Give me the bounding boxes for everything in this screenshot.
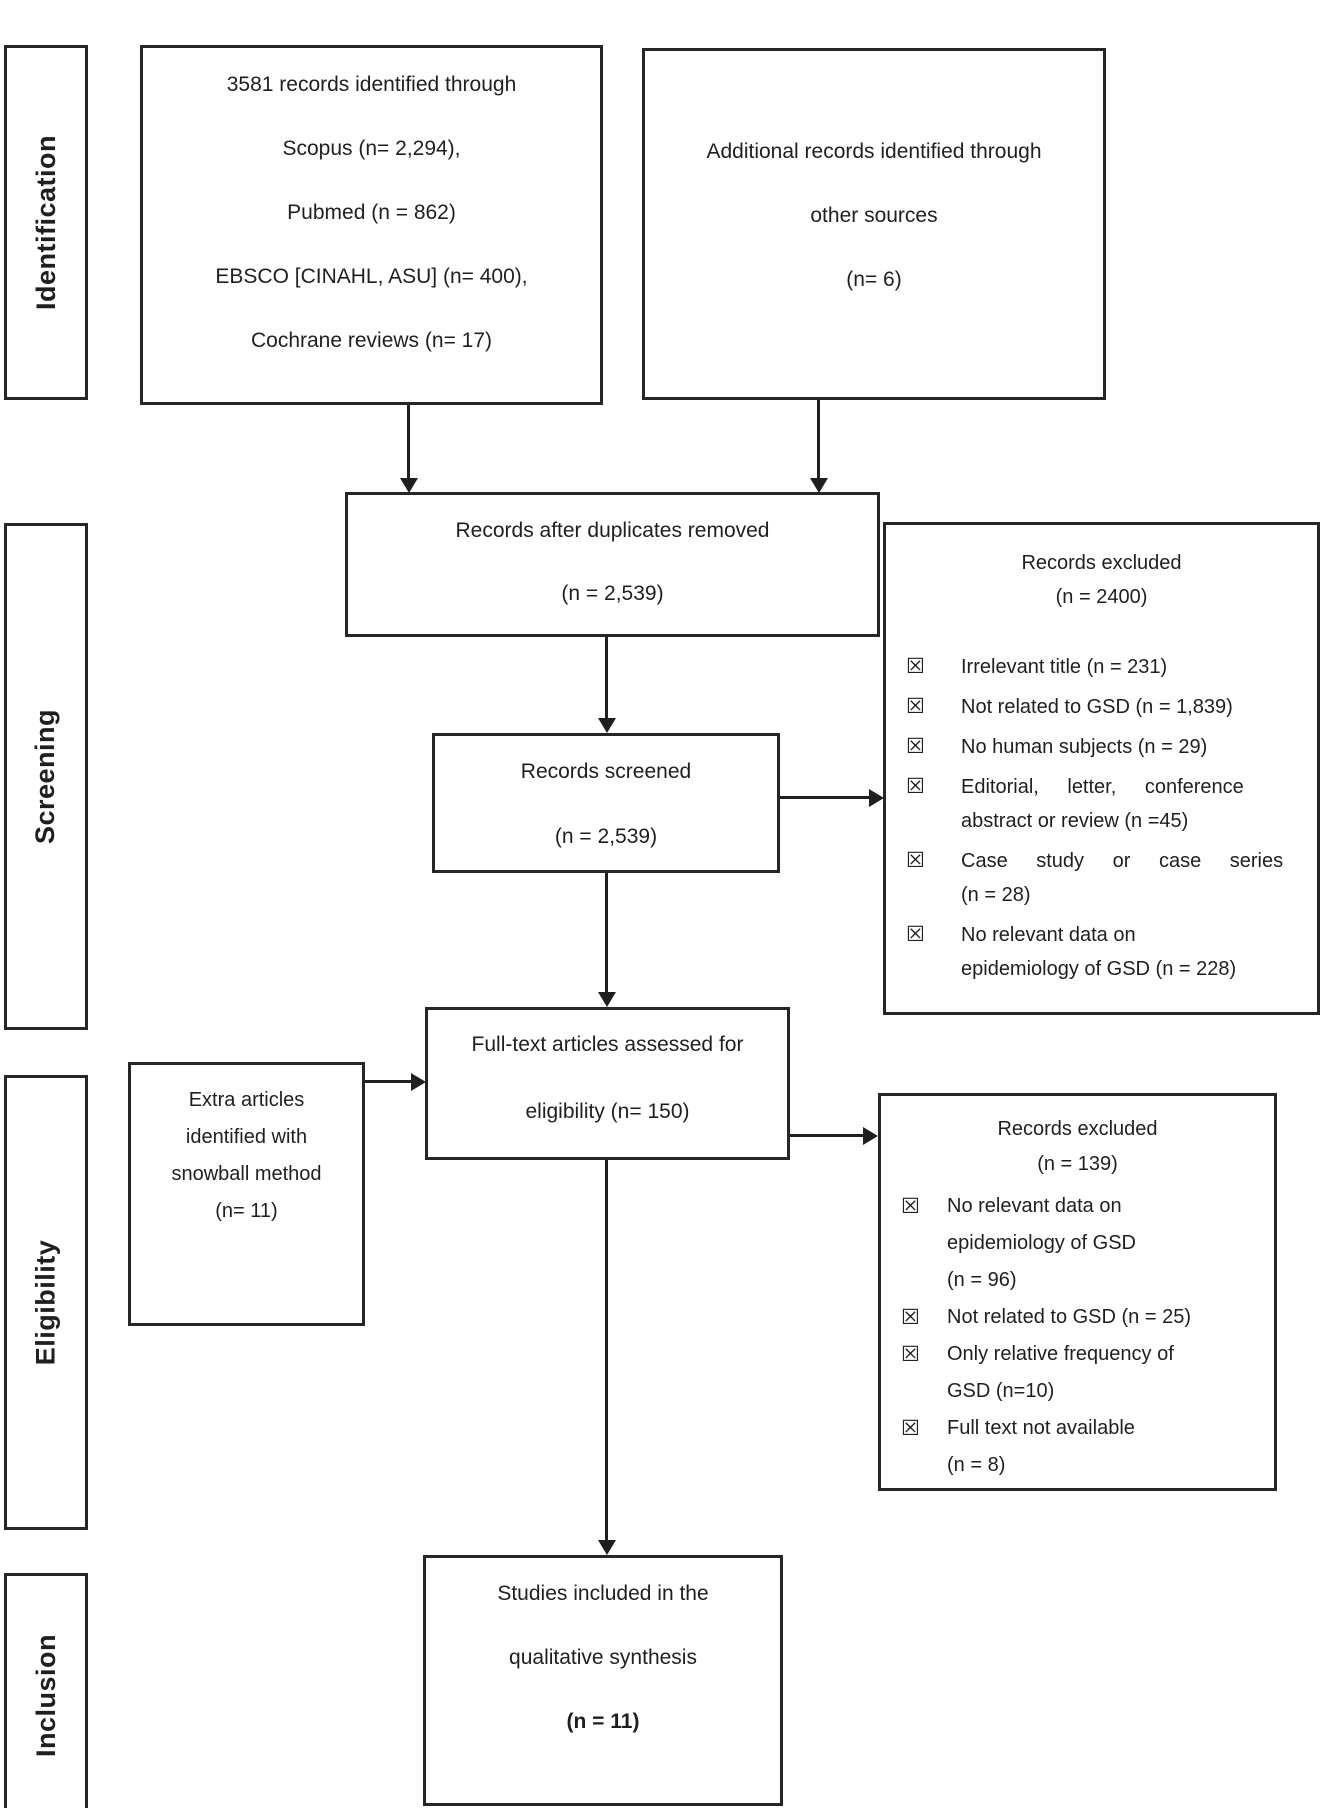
arrow-fulltext-to-included-line (605, 1160, 608, 1540)
excluded-reason-item: ☒ Full text not available(n = 8) (881, 1410, 1274, 1484)
studies-included-count: (n = 11) (566, 1710, 640, 1733)
arrow-fulltext-to-included-head (598, 1540, 616, 1555)
records-identified-text: 3581 records identified through Scopus (… (215, 73, 528, 352)
ballot-x-icon: ☒ (901, 1195, 920, 1218)
duplicates-removed-text: Records after duplicates removed (n = 2,… (455, 519, 770, 605)
screening-excluded-title: Records excluded (n = 2400) (886, 525, 1317, 614)
stage-box-screening: Screening (4, 523, 88, 1030)
excluded-reason-text: Not related to GSD (n = 25) (947, 1306, 1192, 1328)
stage-box-identification: Identification (4, 45, 88, 400)
snowball-articles-text: Extra articles identified with snowball … (171, 1089, 322, 1222)
fulltext-assessed-text: Full-text articles assessed for eligibil… (471, 1033, 744, 1123)
arrow-additional-to-duplicates-line (817, 400, 820, 478)
box-duplicates-removed: Records after duplicates removed (n = 2,… (345, 492, 880, 637)
studies-included-text: Studies included in the qualitative synt… (497, 1582, 709, 1669)
screening-excluded-heading: Records excluded (1021, 552, 1182, 574)
excluded-reason-text: Irrelevant title (n = 231) (961, 656, 1168, 678)
ballot-x-icon: ☒ (906, 735, 925, 758)
excluded-reason-item: ☒ Not related to GSD (n = 25) (881, 1299, 1274, 1336)
box-eligibility-excluded: Records excluded (n = 139) ☒ No relevant … (878, 1093, 1277, 1491)
excluded-reason-text: Full text not available(n = 8) (947, 1417, 1135, 1476)
stage-box-inclusion: Inclusion (4, 1573, 88, 1808)
arrow-screened-to-fulltext-line (605, 873, 608, 992)
box-studies-included: Studies included in the qualitative synt… (423, 1555, 783, 1806)
ballot-x-icon: ☒ (906, 775, 925, 798)
stage-label-inclusion: Inclusion (30, 1633, 61, 1758)
stage-label-screening: Screening (30, 708, 61, 845)
ballot-x-icon: ☒ (901, 1343, 920, 1366)
excluded-reason-item: ☒ No human subjects (n = 29) (886, 730, 1317, 764)
excluded-reason-item: ☒ Irrelevant title (n = 231) (886, 650, 1317, 684)
excluded-reason-item: ☒ Not related to GSD (n = 1,839) (886, 690, 1317, 724)
arrow-duplicates-to-screened-line (605, 637, 608, 718)
excluded-reason-text: No human subjects (n = 29) (961, 736, 1208, 758)
box-screening-excluded: Records excluded (n = 2400) ☒ Irrelevant … (883, 522, 1320, 1015)
arrow-fulltext-to-excluded-head (863, 1127, 878, 1145)
excluded-reason-item: ☒ Case study or case series(n = 28) (886, 844, 1317, 912)
box-additional-records: Additional records identified through ot… (642, 48, 1106, 400)
screening-excluded-count: (n = 2400) (1055, 586, 1148, 608)
arrow-additional-to-duplicates-head (810, 478, 828, 493)
ballot-x-icon: ☒ (901, 1306, 920, 1329)
records-screened-text: Records screened (n = 2,539) (520, 760, 692, 848)
arrow-fulltext-to-excluded-line (790, 1134, 863, 1137)
box-records-screened: Records screened (n = 2,539) (432, 733, 780, 873)
stage-label-eligibility: Eligibility (30, 1239, 61, 1366)
ballot-x-icon: ☒ (906, 849, 925, 872)
eligibility-excluded-title: Records excluded (n = 139) (881, 1096, 1274, 1182)
stage-label-identification: Identification (30, 135, 61, 310)
arrow-screened-to-excluded-head (869, 789, 884, 807)
arrow-identified-to-duplicates-line (407, 405, 410, 478)
arrow-duplicates-to-screened-head (598, 718, 616, 733)
stage-box-eligibility: Eligibility (4, 1075, 88, 1530)
excluded-reason-text: Not related to GSD (n = 1,839) (961, 696, 1233, 718)
ballot-x-icon: ☒ (906, 655, 925, 678)
ballot-x-icon: ☒ (906, 695, 925, 718)
arrow-snowball-to-fulltext-line (365, 1080, 411, 1083)
ballot-x-icon: ☒ (901, 1417, 920, 1440)
arrow-screened-to-excluded-line (780, 796, 869, 799)
screening-excluded-list: ☒ Irrelevant title (n = 231) ☒ Not related … (886, 650, 1317, 986)
excluded-reason-text: Case study or case series(n = 28) (961, 850, 1284, 906)
ballot-x-icon: ☒ (906, 923, 925, 946)
box-fulltext-assessed: Full-text articles assessed for eligibil… (425, 1007, 790, 1160)
arrow-screened-to-fulltext-head (598, 992, 616, 1007)
additional-records-text: Additional records identified through ot… (706, 140, 1042, 291)
eligibility-excluded-heading: Records excluded (997, 1118, 1158, 1140)
box-records-identified: 3581 records identified through Scopus (… (140, 45, 603, 405)
box-snowball-articles: Extra articles identified with snowball … (128, 1062, 365, 1326)
arrow-snowball-to-fulltext-head (411, 1073, 426, 1091)
eligibility-excluded-count: (n = 139) (1037, 1153, 1118, 1175)
arrow-identified-to-duplicates-head (400, 478, 418, 493)
